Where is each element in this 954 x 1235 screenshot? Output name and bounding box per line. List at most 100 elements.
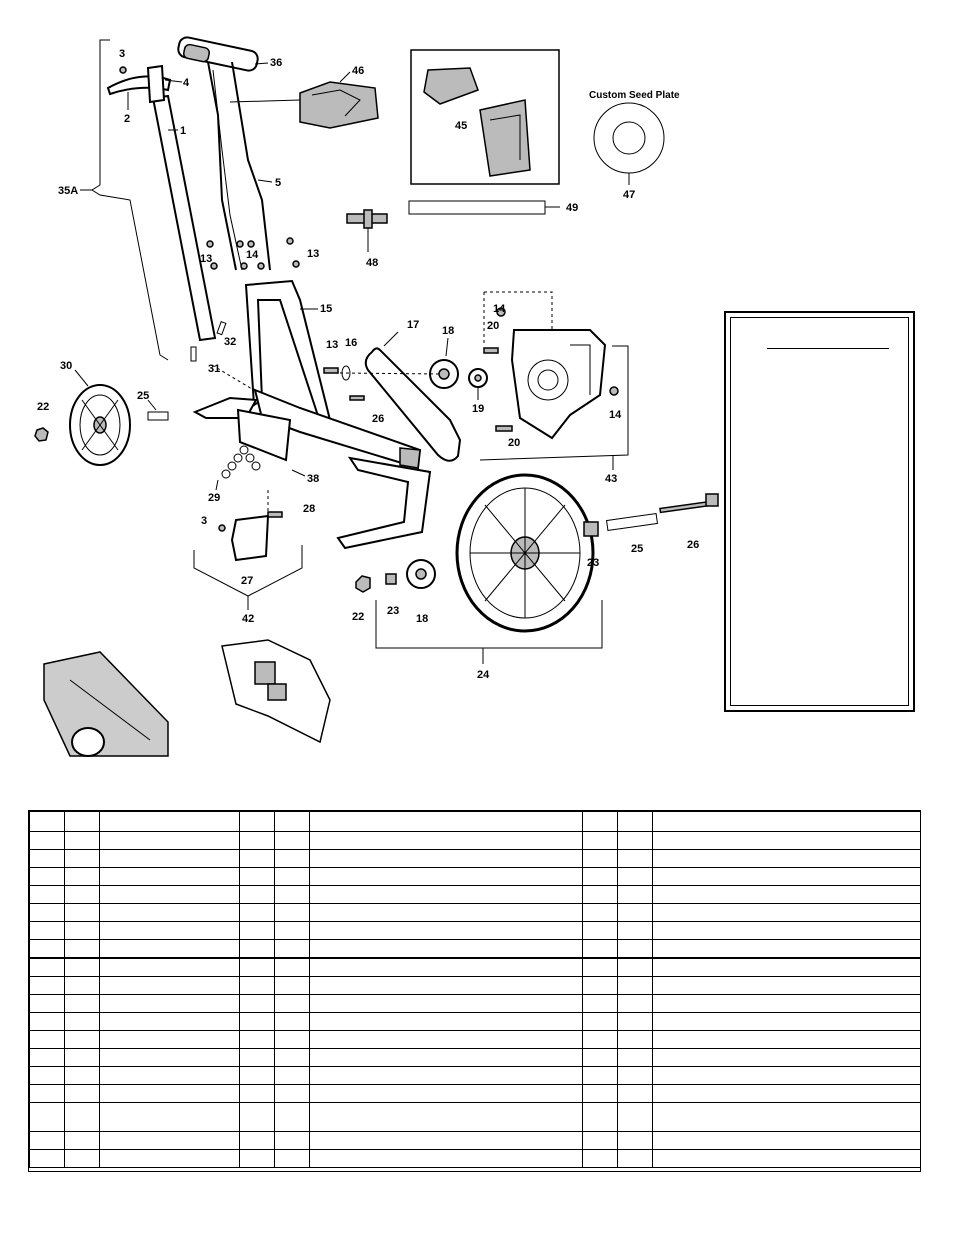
table-cell bbox=[274, 1066, 310, 1085]
table-cell bbox=[582, 1102, 618, 1132]
table-cell bbox=[582, 1012, 618, 1031]
label-14b: 14 bbox=[493, 303, 506, 315]
table-cell bbox=[582, 1066, 618, 1085]
table-cell bbox=[64, 811, 100, 832]
label-17: 17 bbox=[407, 319, 419, 331]
table-cell bbox=[99, 811, 240, 832]
table-cell bbox=[652, 1012, 921, 1031]
table-cell bbox=[64, 831, 100, 850]
legend-panel bbox=[724, 311, 915, 712]
label-26b: 26 bbox=[687, 539, 699, 551]
label-24: 24 bbox=[477, 669, 490, 681]
table-cell bbox=[99, 1012, 240, 1031]
table-cell bbox=[582, 831, 618, 850]
table-cell bbox=[239, 1084, 275, 1103]
table-cell bbox=[29, 1066, 65, 1085]
table-cell bbox=[239, 1030, 275, 1049]
label-3a: 3 bbox=[119, 48, 125, 60]
table-cell bbox=[309, 994, 583, 1013]
label-4: 4 bbox=[183, 77, 190, 89]
table-cell bbox=[99, 1030, 240, 1049]
table-cell bbox=[274, 831, 310, 850]
table-cell bbox=[239, 976, 275, 995]
table-cell bbox=[617, 811, 653, 832]
table-cell bbox=[64, 885, 100, 904]
table-row bbox=[29, 1066, 921, 1085]
table-row bbox=[29, 903, 921, 922]
table-cell bbox=[64, 1066, 100, 1085]
table-cell bbox=[617, 1149, 653, 1168]
table-row bbox=[29, 1102, 921, 1132]
table-cell bbox=[617, 885, 653, 904]
table-cell bbox=[99, 867, 240, 886]
label-23a: 23 bbox=[587, 557, 599, 569]
label-22b: 22 bbox=[352, 611, 364, 623]
table-cell bbox=[274, 921, 310, 940]
table-cell bbox=[239, 939, 275, 959]
bolt-26-small bbox=[349, 395, 365, 401]
table-cell bbox=[99, 994, 240, 1013]
table-cell bbox=[652, 1131, 921, 1150]
rear-wheel-30 bbox=[34, 369, 169, 466]
label-22a: 22 bbox=[37, 401, 49, 413]
table-cell bbox=[617, 867, 653, 886]
table-cell bbox=[99, 957, 240, 977]
label-5: 5 bbox=[275, 177, 281, 189]
opener-group-42 bbox=[193, 490, 303, 610]
inset-box-45 bbox=[410, 49, 560, 185]
table-cell bbox=[309, 939, 583, 959]
table-cell bbox=[239, 1048, 275, 1067]
table-cell bbox=[29, 1131, 65, 1150]
table-cell bbox=[239, 885, 275, 904]
label-14c: 14 bbox=[609, 409, 622, 421]
thumbnail-hopper-right bbox=[221, 639, 331, 744]
table-cell bbox=[582, 867, 618, 886]
label-26a: 26 bbox=[372, 413, 384, 425]
drive-chain-29 bbox=[215, 445, 261, 491]
pins-31-32 bbox=[190, 321, 227, 362]
table-cell bbox=[64, 957, 100, 977]
table-cell bbox=[274, 994, 310, 1013]
label-custom-seed-plate: Custom Seed Plate bbox=[589, 90, 680, 101]
label-19: 19 bbox=[472, 403, 484, 415]
table-cell bbox=[582, 903, 618, 922]
sprocket-18-lower bbox=[406, 559, 436, 589]
table-cell bbox=[617, 957, 653, 977]
table-cell bbox=[29, 1084, 65, 1103]
table-cell bbox=[652, 1030, 921, 1049]
table-cell bbox=[29, 921, 65, 940]
label-13b: 13 bbox=[307, 248, 319, 260]
table-cell bbox=[239, 921, 275, 940]
table-cell bbox=[99, 849, 240, 868]
table-cell bbox=[582, 957, 618, 977]
table-cell bbox=[239, 811, 275, 832]
table-cell bbox=[274, 1102, 310, 1132]
table-cell bbox=[99, 921, 240, 940]
table-cell bbox=[617, 903, 653, 922]
label-20b: 20 bbox=[508, 437, 520, 449]
table-cell bbox=[64, 1102, 100, 1132]
label-3b: 3 bbox=[201, 515, 207, 527]
table-cell bbox=[309, 831, 583, 850]
table-cell bbox=[617, 994, 653, 1013]
table-cell bbox=[652, 994, 921, 1013]
table-cell bbox=[652, 1102, 921, 1132]
table-cell bbox=[582, 1149, 618, 1168]
table-cell bbox=[274, 939, 310, 959]
table-cell bbox=[99, 885, 240, 904]
table-cell bbox=[617, 1102, 653, 1132]
sprocket-18-upper bbox=[429, 337, 459, 389]
table-cell bbox=[652, 921, 921, 940]
table-cell bbox=[239, 831, 275, 850]
table-row bbox=[29, 867, 921, 886]
table-cell bbox=[309, 885, 583, 904]
table-cell bbox=[64, 976, 100, 995]
table-cell bbox=[29, 811, 65, 832]
label-31: 31 bbox=[208, 363, 220, 375]
table-cell bbox=[99, 903, 240, 922]
table-cell bbox=[652, 1066, 921, 1085]
table-cell bbox=[274, 867, 310, 886]
table-cell bbox=[652, 903, 921, 922]
table-cell bbox=[29, 1149, 65, 1168]
table-cell bbox=[29, 831, 65, 850]
